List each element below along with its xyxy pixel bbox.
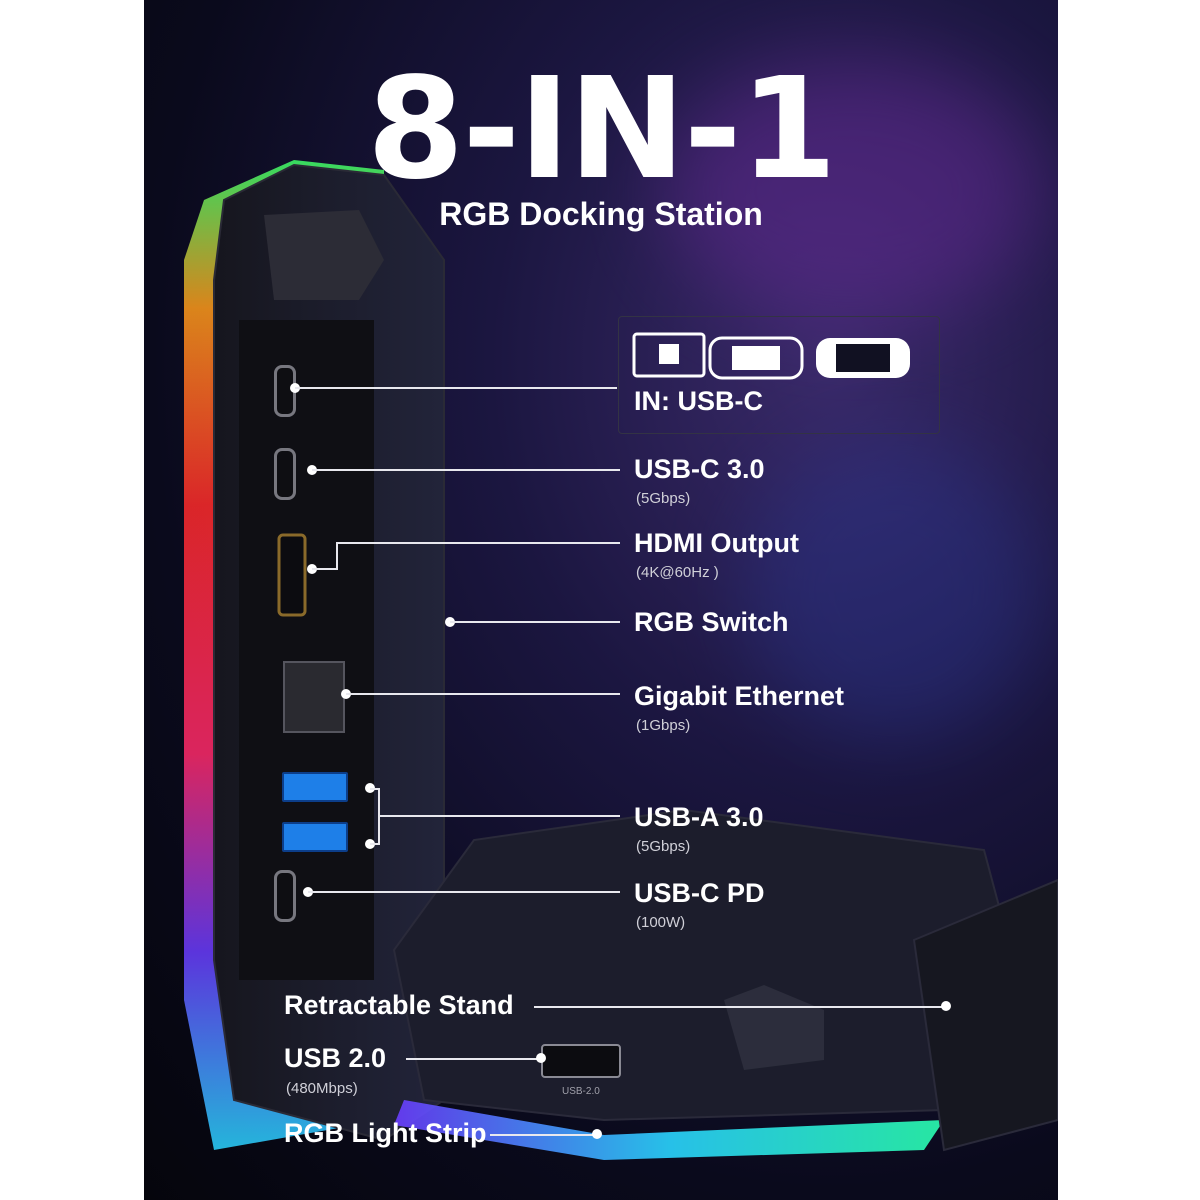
callout-line <box>308 891 620 893</box>
console-screen <box>836 344 890 372</box>
ethernet-port <box>283 661 345 733</box>
subheadline: RGB Docking Station <box>439 196 763 232</box>
rgb-strip-label: RGB Light Strip <box>284 1118 487 1148</box>
callout-line <box>312 568 336 570</box>
port-spec: (5Gbps) <box>636 490 691 507</box>
usb-a-port <box>282 822 348 852</box>
callout-line <box>336 542 338 570</box>
port-spec: (100W) <box>636 914 686 931</box>
callout-line <box>406 1058 540 1060</box>
port-label: USB-C PD <box>634 878 765 908</box>
laptop-icon <box>632 332 706 378</box>
retractable-stand <box>912 878 1058 1152</box>
product-banner: 8-IN-1 RGB Docking Station IN: USB-C USB… <box>144 0 1058 1200</box>
usb-c-3-port <box>274 448 296 500</box>
usb-c-pd-port <box>274 870 296 922</box>
headline: 8-IN-1 <box>366 48 837 211</box>
stand-label: Retractable Stand <box>284 990 514 1020</box>
port-label: RGB Switch <box>634 607 789 637</box>
usb2-port-marking: USB-2.0 <box>562 1086 600 1097</box>
callout-line <box>312 469 620 471</box>
compatible-devices-box <box>618 316 940 434</box>
port-spec: (1Gbps) <box>636 717 691 734</box>
usb2-port <box>541 1044 621 1078</box>
usb2-spec: (480Mbps) <box>286 1080 358 1097</box>
port-label: HDMI Output <box>634 528 799 558</box>
callout-line <box>490 1134 594 1136</box>
callout-dot <box>941 1001 951 1011</box>
callout-dot <box>592 1129 602 1139</box>
port-label: USB-A 3.0 <box>634 802 764 832</box>
usb-a-port <box>282 772 348 802</box>
callout-line <box>534 1006 946 1008</box>
callout-line <box>380 815 620 817</box>
callout-line <box>336 542 620 544</box>
handheld-console-icon <box>708 336 804 380</box>
callout-dot <box>536 1053 546 1063</box>
port-label: USB-C 3.0 <box>634 454 765 484</box>
port-label: Gigabit Ethernet <box>634 681 845 711</box>
callout-line <box>346 693 620 695</box>
docking-station-illustration <box>184 160 1058 1160</box>
top-facet <box>264 210 384 300</box>
hdmi-port <box>277 533 307 617</box>
callout-line <box>370 843 380 845</box>
port-panel <box>239 320 374 980</box>
usb2-label: USB 2.0 <box>284 1043 387 1073</box>
port-spec: (5Gbps) <box>636 838 691 855</box>
windows-logo-icon <box>659 344 679 364</box>
background-glow <box>664 60 1044 320</box>
port-spec: (4K@60Hz ) <box>636 564 719 581</box>
rgb-light-strip <box>394 1100 944 1160</box>
background-glow <box>744 440 1044 740</box>
callout-line <box>378 788 380 844</box>
callout-line <box>370 788 380 790</box>
input-label: IN: USB-C <box>634 386 763 416</box>
callout-line <box>295 387 617 389</box>
callout-line <box>450 621 620 623</box>
console-screen <box>732 346 780 370</box>
